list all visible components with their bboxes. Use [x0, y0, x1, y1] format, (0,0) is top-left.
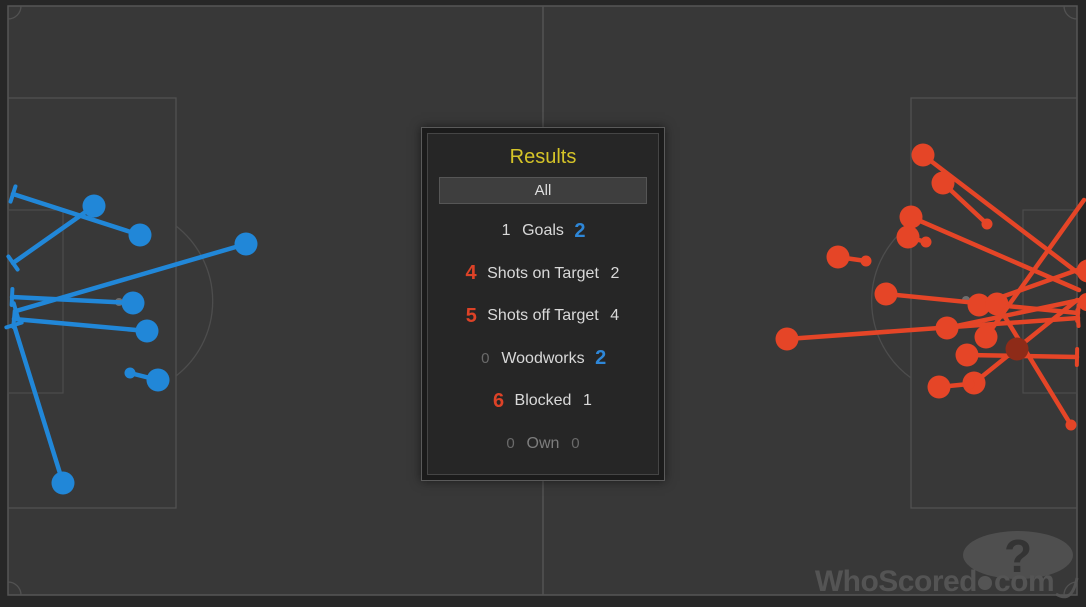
shot-marker[interactable] — [935, 316, 959, 340]
red-team-value: 4 — [465, 262, 477, 285]
shot-end-dot — [1065, 419, 1077, 431]
shot-marker[interactable] — [967, 293, 991, 317]
shot-trajectory — [9, 294, 136, 306]
shot-marker[interactable] — [899, 205, 923, 229]
watermark-dot — [978, 576, 992, 590]
shot-trajectory — [994, 301, 1074, 428]
filter-all-button[interactable]: All — [439, 177, 647, 204]
shot-marker[interactable] — [955, 343, 979, 367]
red-team-value: 0 — [506, 435, 515, 453]
shot-marker[interactable] — [874, 282, 898, 306]
stat-rows: 1 Goals 2 4 Shots on Target 2 5 Shots of… — [428, 210, 658, 465]
shot-marker[interactable] — [927, 375, 951, 399]
red-team-value: 0 — [481, 350, 490, 368]
watermark-text-right: com — [994, 565, 1054, 598]
results-row-shots-on-target[interactable]: 4 Shots on Target 2 — [428, 253, 658, 296]
shot-marker[interactable] — [974, 325, 998, 349]
results-panel: Results All 1 Goals 2 4 Shots on Target … — [421, 127, 665, 481]
shot-trajectory — [11, 322, 66, 486]
shot-marker[interactable] — [826, 245, 850, 269]
shot-end-dot — [124, 367, 136, 379]
watermark-text-left: WhoScored — [815, 565, 977, 598]
shot-marker[interactable] — [1076, 259, 1086, 283]
question-mark-icon: ? — [1004, 530, 1032, 582]
shot-marker[interactable] — [82, 194, 106, 218]
shot-end-dot — [981, 218, 993, 230]
stat-label: Own — [526, 434, 560, 452]
red-team-shots — [775, 143, 1086, 431]
shot-marker[interactable] — [1005, 337, 1029, 361]
blue-team-value: 0 — [571, 435, 580, 453]
shot-trajectory — [10, 191, 143, 238]
shot-marker[interactable] — [128, 223, 152, 247]
shot-end-bar — [9, 287, 15, 307]
watermark-flourish — [1055, 577, 1079, 599]
shot-trajectory — [784, 315, 1081, 342]
results-row-own[interactable]: 0 Own 0 — [428, 423, 658, 466]
results-row-woodworks[interactable]: 0 Woodworks 2 — [428, 338, 658, 381]
shot-marker[interactable] — [931, 171, 955, 195]
results-row-blocked[interactable]: 6 Blocked 1 — [428, 380, 658, 423]
shot-marker[interactable] — [135, 319, 159, 343]
whoscored-watermark: ? WhoScored com — [815, 530, 1079, 599]
shot-end-bar — [1075, 308, 1081, 328]
shot-end-dot — [920, 236, 932, 248]
results-row-shots-off-target[interactable]: 5 Shots off Target 4 — [428, 295, 658, 338]
blue-team-value: 2 — [610, 264, 620, 282]
blue-team-value: 1 — [583, 392, 592, 410]
shot-marker[interactable] — [51, 471, 75, 495]
red-team-value: 5 — [465, 304, 477, 327]
shot-marker[interactable] — [775, 327, 799, 351]
shot-end-dot — [860, 255, 872, 267]
stat-label: Goals — [522, 222, 564, 240]
results-row-goals[interactable]: 1 Goals 2 — [428, 210, 658, 253]
red-team-value: 1 — [501, 222, 511, 240]
shot-layer — [4, 143, 1086, 495]
shot-marker[interactable] — [896, 225, 920, 249]
stat-label: Shots off Target — [487, 307, 599, 325]
shot-trajectory — [11, 316, 150, 334]
shot-marker[interactable] — [1078, 293, 1086, 311]
shot-end-bar — [4, 320, 24, 330]
stat-label: Woodworks — [501, 349, 585, 367]
shot-end-bar — [8, 184, 18, 204]
red-team-value: 6 — [492, 389, 505, 412]
left-penalty-arc — [175, 225, 214, 377]
shot-marker[interactable] — [146, 368, 170, 392]
shot-marker[interactable] — [121, 291, 145, 315]
shot-end-bar — [6, 254, 20, 272]
blue-team-value: 4 — [610, 307, 620, 325]
blue-team-value: 2 — [595, 347, 607, 370]
shot-marker[interactable] — [911, 143, 935, 167]
stat-label: Shots on Target — [487, 264, 599, 282]
right-penalty-arc — [871, 223, 912, 379]
panel-title: Results — [509, 146, 577, 168]
stat-label: Blocked — [514, 392, 572, 410]
watermark-cloud — [963, 531, 1073, 579]
shot-end-dot — [963, 378, 975, 390]
results-panel-inner: Results All 1 Goals 2 4 Shots on Target … — [427, 133, 659, 475]
shot-marker[interactable] — [234, 232, 258, 256]
blue-team-shots — [4, 184, 258, 495]
blue-team-value: 2 — [574, 219, 586, 242]
shot-trajectory — [944, 297, 1083, 331]
